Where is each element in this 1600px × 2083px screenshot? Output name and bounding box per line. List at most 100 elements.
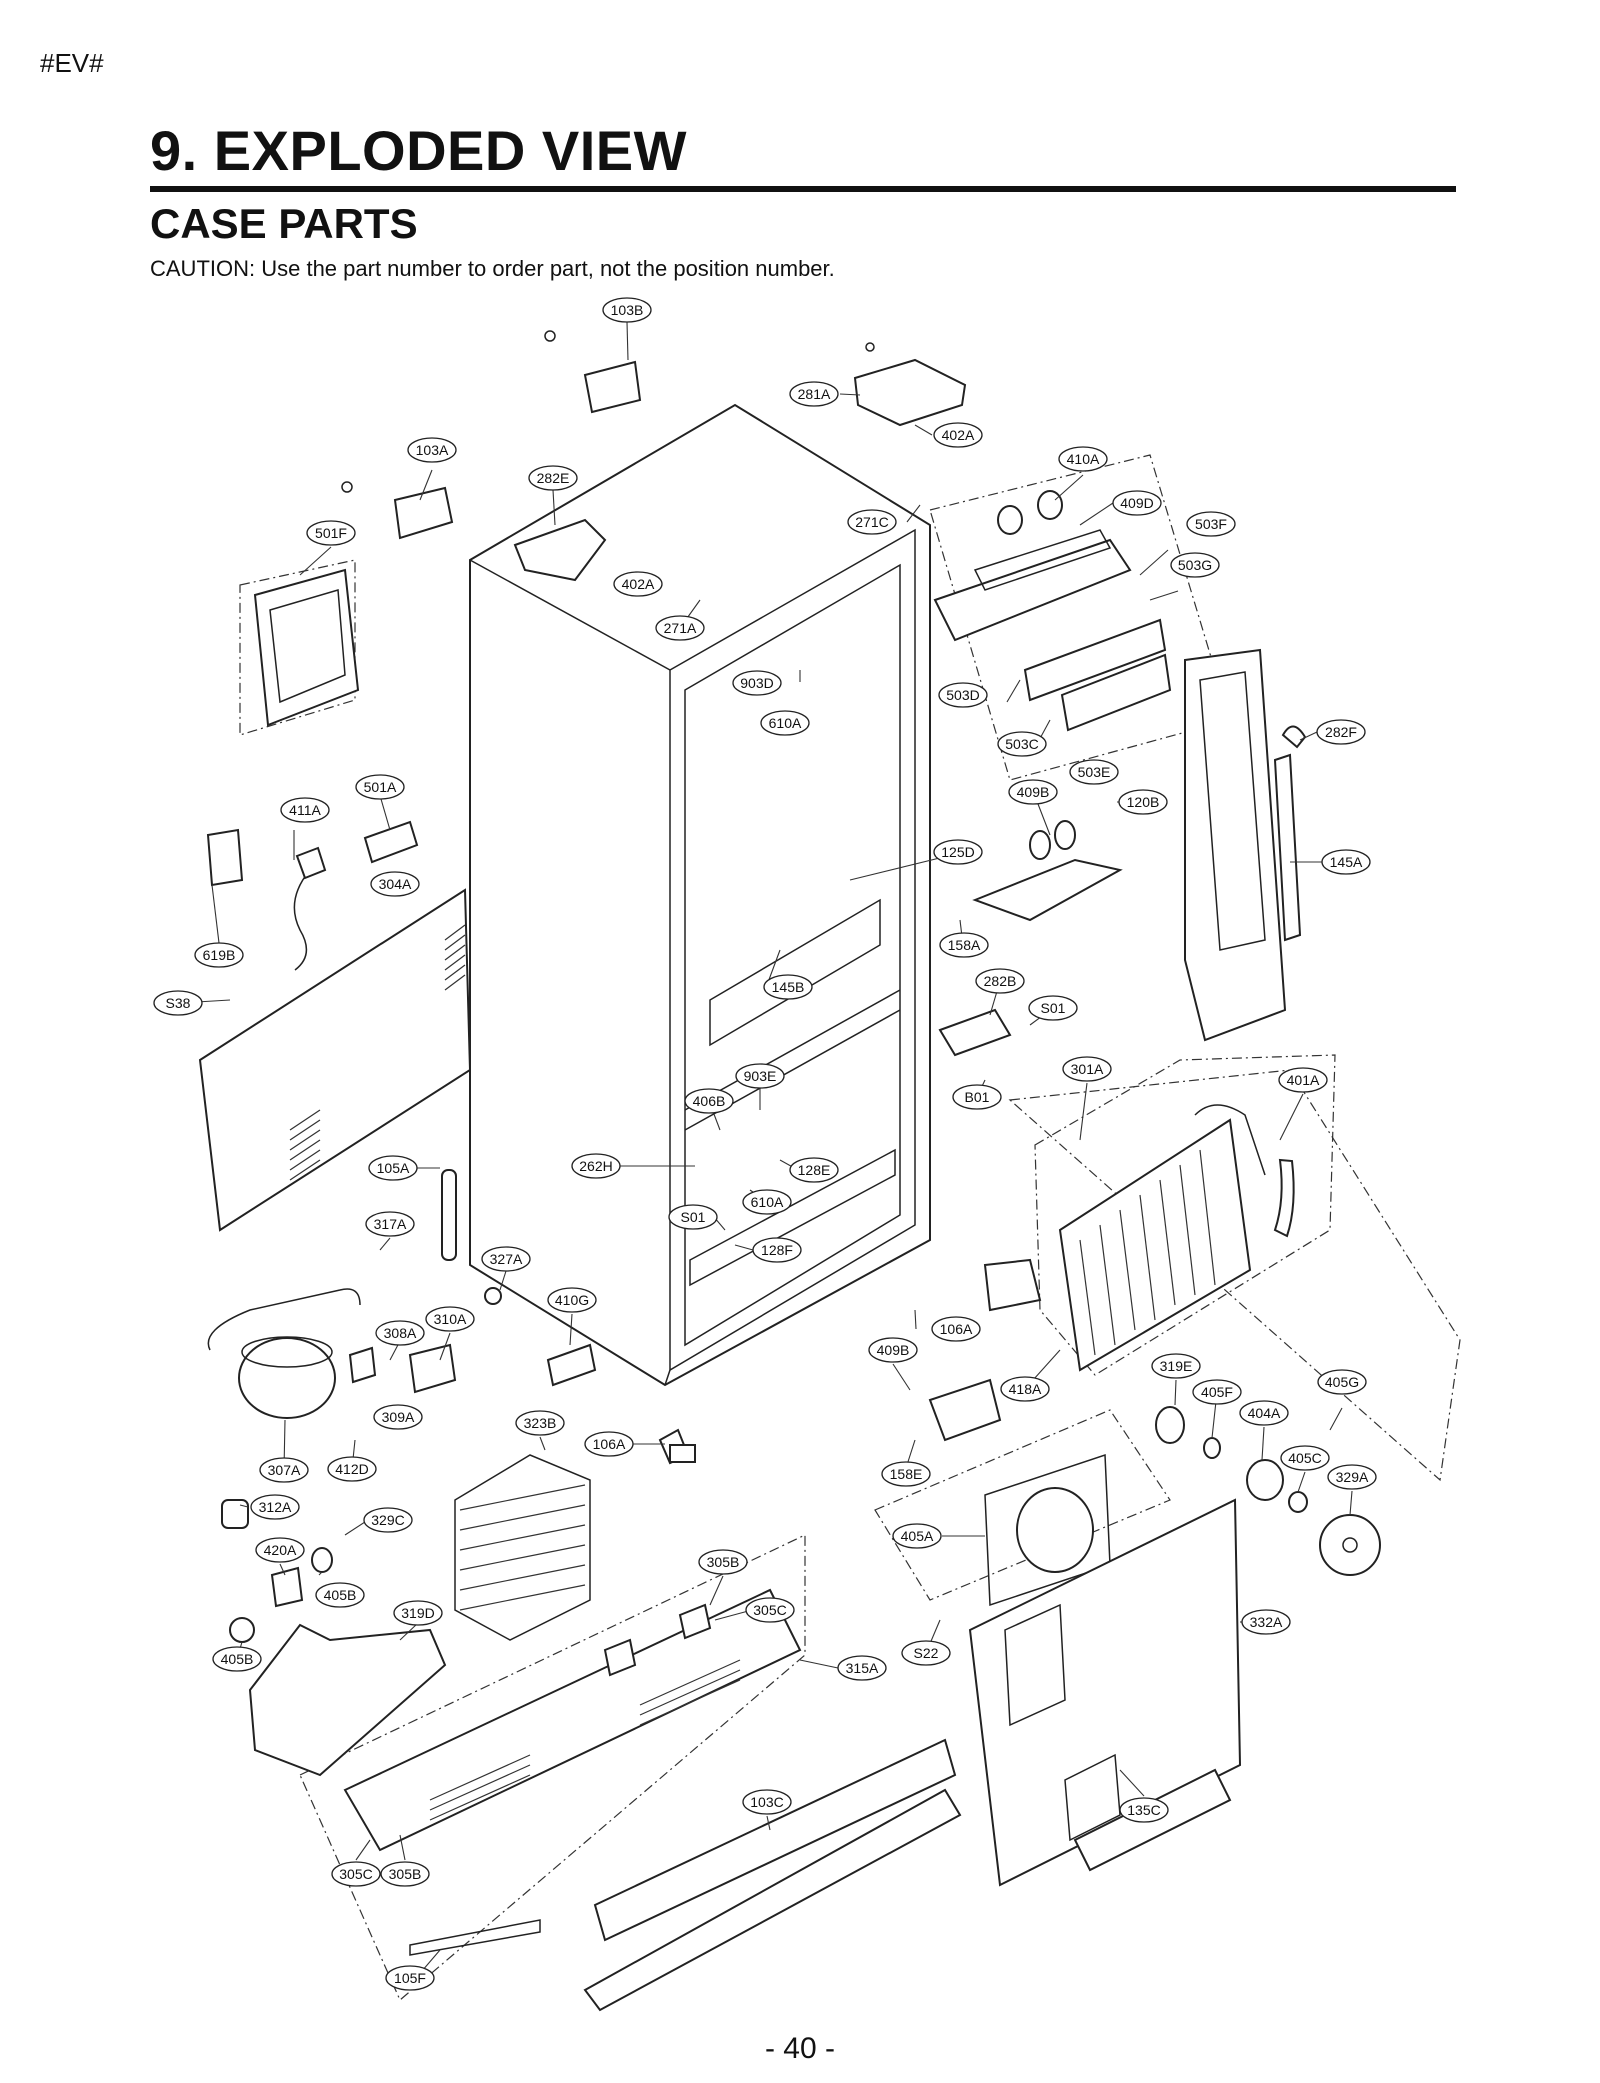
position-label: 262H [571,1153,621,1179]
position-label-text: 312A [259,1499,292,1515]
position-label-text: 105A [377,1160,410,1176]
position-label: B01 [952,1084,1002,1110]
position-label: 317A [365,1211,415,1237]
position-label-text: B01 [965,1089,990,1105]
position-label: 903D [732,670,782,696]
position-label: 501F [306,520,356,546]
position-label: S38 [153,990,203,1016]
position-label: 103A [407,437,457,463]
position-label-text: 401A [1287,1072,1320,1088]
position-label: S01 [668,1204,718,1230]
position-label-text: 319E [1160,1358,1193,1374]
base-plate [343,1588,962,2012]
position-label: 120B [1118,789,1168,815]
position-label-text: 309A [382,1409,415,1425]
position-label: S01 [1028,995,1078,1021]
position-label-text: 409B [1017,784,1050,800]
caution-note: CAUTION: Use the part number to order pa… [150,256,835,281]
position-label: 503F [1186,511,1236,537]
position-label: 332A [1241,1609,1291,1635]
position-label-text: 319D [401,1605,434,1621]
position-label-text: 402A [942,427,975,443]
position-label: 128F [752,1237,802,1263]
position-label: 106A [931,1316,981,1342]
position-label: 319E [1151,1353,1201,1379]
position-label: 404A [1239,1400,1289,1426]
position-label-text: 610A [751,1194,784,1210]
position-label: 409B [1008,779,1058,805]
position-label-text: 128F [761,1242,793,1258]
position-label-text: 410G [555,1292,589,1308]
position-label-text: 281A [798,386,831,402]
position-label-text: 310A [434,1311,467,1327]
position-label: 420A [255,1537,305,1563]
position-label: 406B [684,1088,734,1114]
position-label-text: 145B [772,979,805,995]
position-label-text: 410A [1067,451,1100,467]
position-label-text: 412D [335,1461,368,1477]
position-label: 327A [481,1246,531,1272]
position-label-text: 106A [940,1321,973,1337]
position-label-text: 503F [1195,516,1227,532]
section-title: CASE PARTS [150,200,418,247]
position-label-text: 304A [379,876,412,892]
position-label: 319D [393,1600,443,1626]
position-label-text: 103A [416,442,449,458]
position-labels: 103B 281A 402A 103A 282E 410A 409D 503F … [153,297,1377,1991]
position-label-text: 411A [289,802,321,818]
position-label: 307A [259,1457,309,1483]
fan-assembly [669,1258,1381,1607]
position-label: 301A [1062,1056,1112,1082]
position-label: 410G [547,1287,597,1313]
position-label: 128E [789,1157,839,1183]
position-label: 409B [868,1337,918,1363]
position-label: 503D [938,682,988,708]
title-rule [150,186,1456,192]
position-label: 305B [380,1861,430,1887]
position-label: 135C [1119,1797,1169,1823]
position-label-text: 106A [593,1436,626,1452]
position-label-text: 619B [203,947,236,963]
position-label-text: 262H [579,1158,612,1174]
position-label-text: 308A [384,1325,417,1341]
position-label-text: 409D [1120,495,1153,511]
position-label: 103C [742,1789,792,1815]
position-label: 405B [212,1646,262,1672]
position-label-text: 128E [798,1162,831,1178]
position-label: 315A [837,1655,887,1681]
position-label-text: 305B [707,1554,740,1570]
position-label: 410A [1058,446,1108,472]
condenser-coil [454,1428,690,1641]
position-label-text: 405B [324,1587,357,1603]
position-label: 405B [315,1582,365,1608]
position-label-text: 610A [769,715,802,731]
position-label-text: 125D [941,844,974,860]
position-label: 503G [1170,552,1220,578]
position-label: 418A [1000,1376,1050,1402]
position-label-text: S22 [914,1645,939,1661]
position-label: 402A [613,571,663,597]
position-label: 323B [515,1410,565,1436]
position-label: 401A [1278,1067,1328,1093]
position-label: 405G [1317,1369,1367,1395]
position-label-text: 282E [537,470,570,486]
position-label-text: 409B [877,1342,910,1358]
position-label: 105A [368,1155,418,1181]
document-tag: #EV# [40,48,104,78]
position-label-text: 282F [1325,724,1357,740]
position-label: 282E [528,465,578,491]
position-label-text: 405G [1325,1374,1359,1390]
page-title: 9. EXPLODED VIEW [150,119,687,182]
position-label: 106A [584,1431,634,1457]
position-label: 412D [327,1456,377,1482]
control-housing [933,490,1307,1057]
position-label: 282F [1316,719,1366,745]
position-label: 501A [355,774,405,800]
position-label-text: 405A [901,1528,934,1544]
position-label: 308A [375,1320,425,1346]
position-label-text: 503E [1078,764,1111,780]
position-label: 310A [425,1306,475,1332]
position-label: 329A [1327,1464,1377,1490]
position-label-text: 158A [948,937,981,953]
position-label: 309A [373,1404,423,1430]
